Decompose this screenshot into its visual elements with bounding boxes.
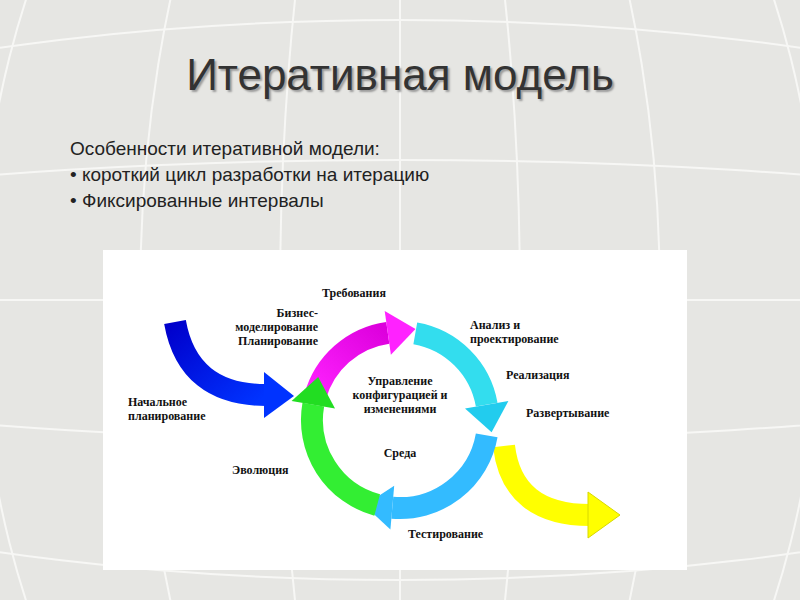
phase-label: Бизнес-моделирование [218, 306, 318, 334]
cycle-arc [312, 405, 377, 505]
phase-label: Требования [322, 286, 442, 300]
phase-label: Начальное планирование [128, 395, 228, 423]
phase-label: Тестирование [408, 527, 528, 541]
arrow-head [465, 401, 508, 432]
phase-label: Планирование [198, 334, 318, 348]
phase-label: Эволюция [232, 463, 322, 477]
bullet-text: • короткий цикл разработки на итерацию [70, 164, 670, 186]
phase-label: Развертывание [526, 406, 656, 420]
slide-text: Особенности итеративной модели: [70, 138, 670, 160]
phase-label: Анализ и проектирование [470, 318, 580, 346]
arrow-head [588, 492, 620, 538]
arrow-head [292, 377, 335, 408]
arrow-head [264, 372, 294, 418]
center-label: Среда [360, 446, 440, 460]
bullet-text: • Фиксированные интервалы [70, 190, 670, 212]
phase-label: Реализация [506, 368, 626, 382]
arrow-head [385, 311, 416, 355]
center-label: Управление конфигурацией и изменениями [340, 374, 460, 416]
end-arrow [504, 446, 590, 515]
slide-title: Итеративная модель [0, 50, 800, 100]
